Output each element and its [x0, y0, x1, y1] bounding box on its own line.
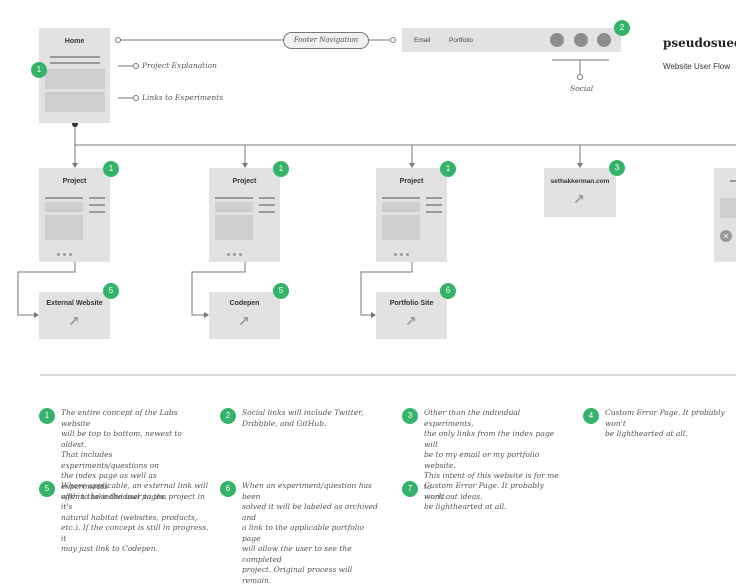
home-content-block — [45, 69, 105, 89]
project-content-block — [215, 202, 253, 212]
portfolio-badge: 6 — [440, 283, 456, 299]
project-content-block — [45, 202, 83, 212]
codepen-badge: 5 — [273, 283, 289, 299]
portfolio-site-badge: 3 — [609, 160, 625, 176]
project-badge: 1 — [103, 161, 119, 177]
external-link-icon: ↗ — [405, 314, 417, 330]
error-page-card[interactable]: × — [714, 168, 736, 262]
portfolio-site-title: sethakkerman.com — [550, 178, 610, 185]
project-side-line — [426, 197, 442, 199]
external-website-badge: 5 — [103, 283, 119, 299]
external-website-card[interactable]: External Website ↗ — [39, 292, 110, 339]
note-badge: 3 — [402, 408, 418, 424]
note-badge: 2 — [220, 408, 236, 424]
brand-title: pseudosued — [663, 36, 736, 50]
project-card[interactable]: Project — [376, 168, 447, 262]
home-page-card[interactable]: Home — [39, 28, 110, 123]
project-side-line — [259, 204, 275, 206]
project-card[interactable]: Project — [209, 168, 280, 262]
note-text: Where applicable, an external link will … — [61, 481, 209, 553]
note-text: The entire concept of the Labs website w… — [61, 408, 182, 501]
project-side-line — [259, 197, 275, 199]
links-to-experiments-label: Links to Experiments — [142, 93, 224, 102]
portfolio-title: Portfolio Site — [389, 300, 434, 307]
project-title: Project — [232, 178, 257, 185]
note-text: Social links will include Twitter, Dribb… — [242, 408, 364, 428]
project-heading-line — [215, 197, 253, 199]
close-icon: × — [720, 230, 732, 242]
brand-subtitle: Website User Flow — [663, 62, 730, 71]
project-badge: 1 — [273, 161, 289, 177]
external-link-icon: ↗ — [238, 314, 250, 330]
home-title: Home — [64, 38, 85, 45]
project-explanation-label: Project Explanation — [142, 61, 217, 70]
note-text: Custom Error Page. It probably won't be … — [605, 408, 725, 438]
note-text: Custom Error Page. It probably won't be … — [424, 481, 544, 511]
project-title: Project — [399, 178, 424, 185]
project-badge: 1 — [440, 161, 456, 177]
project-side-line — [426, 204, 442, 206]
error-page-heading-line — [730, 180, 736, 182]
note-badge: 4 — [583, 408, 599, 424]
footer-bar: Email Portfolio — [402, 28, 621, 52]
codepen-title: Codepen — [229, 300, 260, 307]
home-badge: 1 — [31, 62, 47, 78]
note-badge: 6 — [220, 481, 236, 497]
project-content-block — [45, 215, 83, 240]
project-card[interactable]: Project — [39, 168, 110, 262]
note-badge: 7 — [402, 481, 418, 497]
footer-navigation-pill: Footer Navigation — [283, 32, 369, 49]
external-link-icon: ↗ — [68, 314, 80, 330]
project-title: Project — [62, 178, 87, 185]
home-heading-line — [50, 56, 100, 58]
project-content-block — [382, 202, 420, 212]
social-icon[interactable] — [550, 33, 564, 47]
note-text: When an experiment/question has been sol… — [242, 481, 378, 585]
portfolio-card[interactable]: Portfolio Site ↗ — [376, 292, 447, 339]
codepen-card[interactable]: Codepen ↗ — [209, 292, 280, 339]
note-badge: 5 — [39, 481, 55, 497]
home-content-block — [45, 92, 105, 112]
project-side-line — [89, 197, 105, 199]
project-heading-line — [45, 197, 83, 199]
project-side-line — [426, 211, 442, 213]
project-heading-line — [382, 197, 420, 199]
footer-badge: 2 — [614, 20, 630, 36]
home-heading-line — [50, 62, 100, 64]
note-badge: 1 — [39, 408, 55, 424]
external-link-icon: ↗ — [573, 192, 585, 208]
portfolio-site-card[interactable]: sethakkerman.com ↗ — [544, 168, 616, 217]
project-content-block — [215, 215, 253, 240]
external-website-title: External Website — [46, 300, 103, 307]
footer-navigation-label: Footer Navigation — [293, 36, 359, 44]
social-label: Social — [570, 84, 594, 93]
footer-portfolio-link[interactable]: Portfolio — [449, 37, 473, 44]
project-content-block — [382, 215, 420, 240]
social-icon[interactable] — [597, 33, 611, 47]
footer-email-link[interactable]: Email — [414, 37, 431, 44]
project-side-line — [89, 204, 105, 206]
error-page-content-block — [720, 198, 736, 218]
social-icon[interactable] — [574, 33, 588, 47]
note-text: Other than the individual experiments, t… — [424, 408, 559, 501]
project-side-line — [89, 211, 105, 213]
project-side-line — [259, 211, 275, 213]
